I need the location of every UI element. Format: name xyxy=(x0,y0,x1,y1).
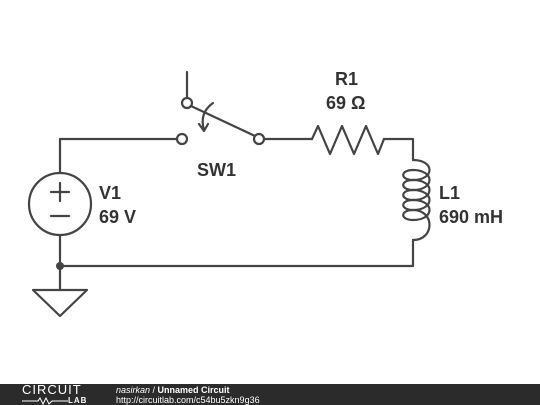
junction-dot xyxy=(56,262,64,270)
circuit-url[interactable]: http://circuitlab.com/c54bu5zkn9g36 xyxy=(116,395,260,405)
circuit-schematic: V1 69 V SW1 R1 69 Ω L1 690 mH xyxy=(27,69,503,318)
resistor-r1 xyxy=(310,124,386,156)
wire-inductor-to-bottom xyxy=(58,238,415,268)
resistor-name-label: R1 xyxy=(335,69,358,89)
voltage-source-v1 xyxy=(27,171,93,237)
logo-text-lab: LAB xyxy=(68,396,88,405)
author-link[interactable]: nasirkan xyxy=(116,385,151,395)
source-value-label: 69 V xyxy=(99,207,136,227)
circuitlab-logo[interactable]: CIRCUIT LAB xyxy=(22,384,94,405)
inductor-value-label: 690 mH xyxy=(439,207,503,227)
footer-bar: CIRCUIT LAB nasirkan / Unnamed Circuit h… xyxy=(0,384,540,405)
inductor-name-label: L1 xyxy=(439,183,460,203)
logo-text-circuit: CIRCUIT xyxy=(22,384,82,397)
inductor-l1 xyxy=(402,158,431,242)
ground-symbol xyxy=(31,288,89,318)
logo-resistor-icon xyxy=(22,397,68,405)
switch-name-label: SW1 xyxy=(197,160,236,180)
separator: / xyxy=(150,385,158,395)
switch-sw1 xyxy=(175,70,266,146)
resistor-value-label: 69 Ω xyxy=(326,93,365,113)
author-title-line: nasirkan / Unnamed Circuit xyxy=(116,385,260,395)
source-name-label: V1 xyxy=(99,183,121,203)
circuit-title: Unnamed Circuit xyxy=(157,385,230,395)
wire-resistor-to-inductor xyxy=(382,137,415,162)
circuit-meta: nasirkan / Unnamed Circuit http://circui… xyxy=(116,385,260,405)
wire-top-left xyxy=(58,137,178,174)
